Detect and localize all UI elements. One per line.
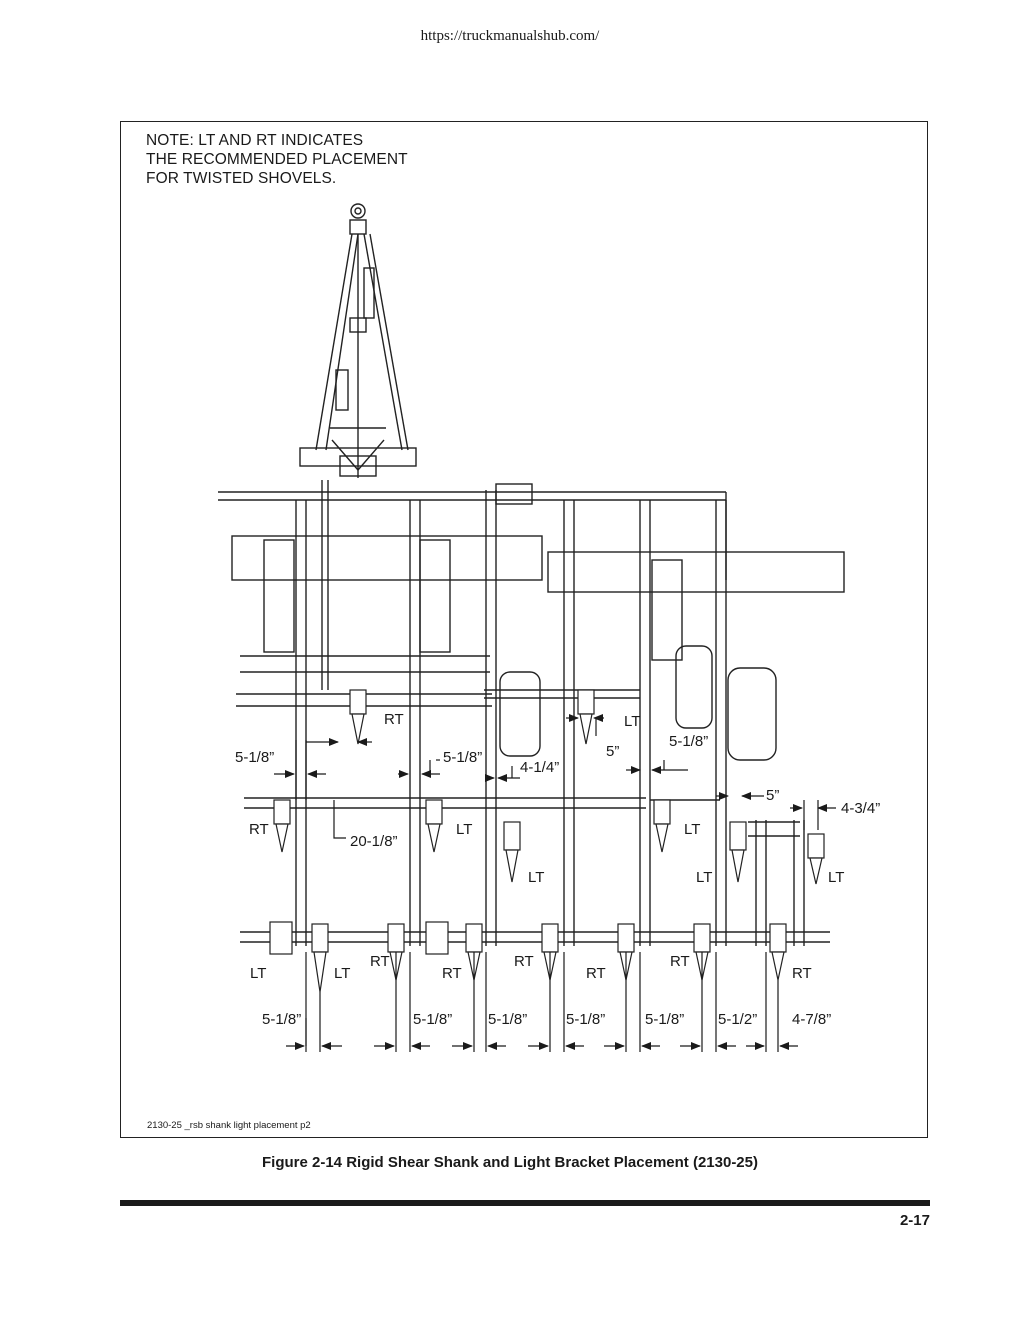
label-lt: LT [828, 869, 844, 886]
label-rt: RT [514, 953, 534, 970]
dim-label: 5-1/8” [235, 749, 274, 766]
dim-label: 5-1/8” [645, 1011, 684, 1028]
label-lt: LT [624, 713, 640, 730]
label-lt: LT [456, 821, 472, 838]
dim-label: 4-3/4” [841, 800, 880, 817]
dim-label: 5-1/2” [718, 1011, 757, 1028]
label-rt: RT [442, 965, 462, 982]
label-rt: RT [670, 953, 690, 970]
dim-label: 5-1/8” [566, 1011, 605, 1028]
hitch-tongue [299, 203, 417, 478]
placement-labels: RT LT RT LT LT LT LT LT LT LT RT RT RT R… [249, 711, 844, 982]
dim-label: 5-1/8” [488, 1011, 527, 1028]
label-lt: LT [696, 869, 712, 886]
placement-note: NOTE: LT AND RT INDICATES THE RECOMMENDE… [146, 131, 408, 188]
dimension-labels: 5-1/8” 5-1/8” 20-1/8” 4-1/4” 5” 5-1/8” 5… [235, 733, 880, 1028]
source-url: https://truckmanualshub.com/ [420, 28, 600, 44]
note-line: NOTE: LT AND RT INDICATES [146, 132, 364, 149]
label-rt: RT [370, 953, 390, 970]
bottom-dimensions [286, 952, 798, 1052]
page-number: 2-17 [899, 1212, 930, 1229]
shank-row-1 [349, 689, 595, 745]
note-line: FOR TWISTED SHOVELS. [146, 170, 337, 187]
dim-label: 5-1/8” [262, 1011, 301, 1028]
label-lt: LT [334, 965, 350, 982]
dimension-lines [274, 714, 836, 839]
label-rt: RT [384, 711, 404, 728]
dim-label: 5-1/8” [443, 749, 482, 766]
label-rt: RT [249, 821, 269, 838]
label-rt: RT [586, 965, 606, 982]
label-lt: LT [250, 965, 266, 982]
dim-label: 5” [606, 743, 619, 760]
dim-label: 4-1/4” [520, 759, 559, 776]
note-line: THE RECOMMENDED PLACEMENT [146, 151, 408, 168]
frame-tubes [295, 480, 805, 946]
dim-label: 5” [766, 787, 779, 804]
footer-rule [120, 1200, 930, 1206]
figure-caption: Figure 2-14 Rigid Shear Shank and Light … [262, 1154, 758, 1171]
drawing-file-reference: 2130-25 _rsb shank light placement p2 [147, 1120, 311, 1131]
label-rt: RT [792, 965, 812, 982]
dim-label: 5-1/8” [669, 733, 708, 750]
dim-label: 4-7/8” [792, 1011, 831, 1028]
label-lt: LT [528, 869, 544, 886]
figure-frame [120, 121, 928, 1138]
dim-label: 5-1/8” [413, 1011, 452, 1028]
main-frame [218, 483, 845, 943]
shank-row-2 [273, 799, 825, 885]
dim-label: 20-1/8” [350, 833, 398, 850]
label-lt: LT [684, 821, 700, 838]
